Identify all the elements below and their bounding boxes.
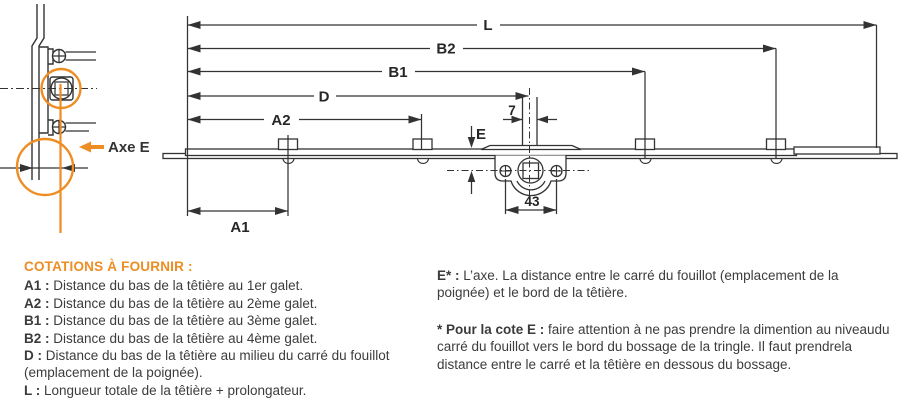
galet-2 [412, 138, 433, 151]
bossage [480, 144, 582, 151]
legend-text: Distance du bas de la têtière au 2ème ga… [53, 295, 318, 311]
label-L: L [483, 17, 492, 34]
label-D: D [319, 89, 330, 106]
dimension-B2 [187, 44, 776, 53]
legend-text: Distance du bas de la têtière au 3ème ga… [53, 313, 318, 329]
cross-section-view [0, 4, 97, 180]
legend-item-B2: B2 : Distance du bas de la têtière au 4è… [24, 330, 318, 346]
label-7: 7 [508, 103, 516, 118]
legend-item-A1: A1 : Distance du bas de la têtière au 1e… [24, 278, 304, 294]
axe-e-callout: Axe E [79, 139, 150, 156]
legend-text: Distance du bas de la têtière au milieu … [24, 348, 390, 381]
highlight-circles [15, 67, 82, 233]
label-A1: A1 [230, 219, 249, 236]
label-B2: B2 [436, 41, 455, 58]
label-A2: A2 [271, 112, 290, 129]
note-code: E* [437, 268, 452, 283]
dimension-labels: L B2 B1 D A2 A1 E 7 43 [230, 17, 540, 236]
legend-code: L [24, 382, 33, 398]
dimension-7 [503, 115, 557, 124]
label-43: 43 [524, 194, 540, 209]
note-E: E* : L’axe. La distance entre le carré d… [437, 268, 839, 301]
legend-code: B1 [24, 313, 42, 329]
section-e-dimension [0, 164, 88, 172]
legend-code: B2 [24, 330, 42, 346]
note-cote-E: * Pour la cote E : faire attention à ne … [437, 321, 890, 372]
legend-heading: COTATIONS À FOURNIR : [24, 259, 193, 274]
dimension-lines [186, 16, 878, 216]
label-B1: B1 [388, 64, 407, 81]
legend-column: COTATIONS À FOURNIR : A1 : Distance du b… [24, 258, 428, 399]
notes-column: E* : L’axe. La distance entre le carré d… [437, 267, 893, 373]
legend-text: Distance du bas de la têtière au 4ème ga… [53, 330, 318, 346]
legend-code: A1 [24, 278, 42, 294]
dimension-43 [505, 206, 557, 214]
note-text: faire attention à ne pas prendre la dime… [437, 321, 890, 372]
espagnolette-diagram: Axe E [0, 4, 898, 236]
legend-code: D [24, 348, 34, 364]
note-text: L’axe. La distance entre le carré du fou… [437, 268, 839, 301]
legend-item-A2: A2 : Distance du bas de la têtière au 2è… [24, 295, 318, 311]
dimension-D [187, 92, 529, 100]
diagram-svg: Axe E [0, 4, 898, 236]
legend-item-D: D : Distance du bas de la têtière au mil… [24, 348, 390, 381]
legend-text: Distance du bas de la têtière au 1er gal… [53, 278, 304, 294]
dimension-E [467, 126, 476, 194]
prolongateur [793, 146, 881, 155]
axe-e-label: Axe E [108, 139, 150, 156]
axe-e-arrow-icon [79, 141, 91, 153]
spindle-shaft [521, 97, 538, 146]
dimension-B1 [187, 67, 645, 76]
legend-text: Longueur totale de la têtière + prolonga… [44, 382, 307, 398]
legend-item-L: L : Longueur totale de la têtière + prol… [24, 382, 307, 398]
label-E: E [476, 126, 486, 143]
dimension-L [187, 21, 877, 29]
dimension-A1 [187, 207, 288, 215]
note-code: * Pour la cote E [437, 321, 537, 337]
dimension-A2 [187, 115, 422, 124]
legend-item-B1: B1 : Distance du bas de la têtière au 3è… [24, 313, 318, 329]
ext-43 [504, 179, 558, 214]
legend-code: A2 [24, 295, 42, 311]
